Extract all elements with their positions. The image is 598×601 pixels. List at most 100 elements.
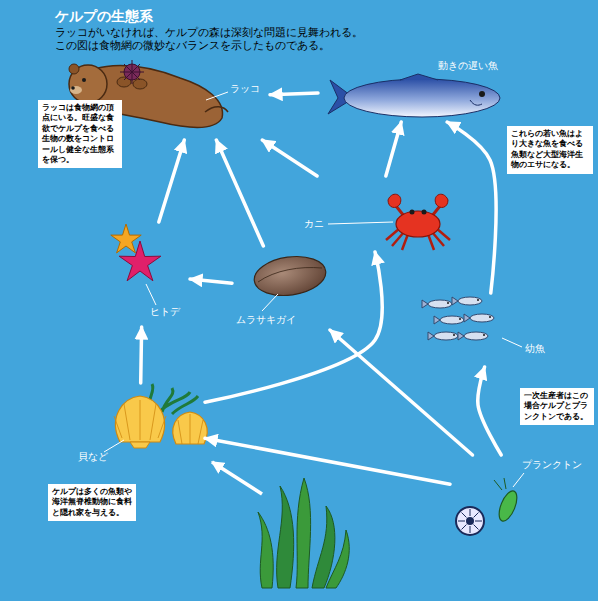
mussel xyxy=(252,252,329,300)
diatom xyxy=(470,509,471,516)
diatom xyxy=(474,525,479,530)
crab xyxy=(435,194,448,207)
food-arrow xyxy=(216,140,263,246)
diatom xyxy=(456,507,484,535)
organism-label: 貝など xyxy=(78,451,108,463)
sea-otter xyxy=(69,64,79,74)
mussel-node: ムラサキガイ xyxy=(232,246,332,330)
food-arrow xyxy=(447,122,496,293)
note-text: これらの若い魚はより大きな魚を食べる魚類など大型海洋生物のエサになる。 xyxy=(511,129,589,171)
slow-fish xyxy=(470,100,482,105)
diatom xyxy=(474,513,479,518)
juvenile-fish xyxy=(434,316,464,324)
crab xyxy=(422,210,427,215)
note-box: ケルプは多くの魚類や海洋無脊椎動物に食料と隠れ家を与える。 xyxy=(48,484,136,521)
crab xyxy=(396,211,440,237)
food-arrow xyxy=(139,327,143,383)
food-arrow xyxy=(212,462,262,494)
juvenile-fish xyxy=(452,297,482,305)
diatom xyxy=(462,513,467,518)
note-box: ラッコは食物網の頂点にいる。旺盛な食欲でケルプを食べる生物の数をコントロールし健… xyxy=(38,100,122,168)
organism-label: ムラサキガイ xyxy=(236,314,296,326)
zooplankton xyxy=(496,489,521,524)
food-arrow xyxy=(262,140,317,176)
diatom xyxy=(456,507,484,535)
zooplankton xyxy=(494,478,520,523)
food-arrow xyxy=(205,438,450,484)
kelp xyxy=(258,512,273,588)
organism-label: ラッコ xyxy=(230,83,260,95)
plankton-node: プランクトン xyxy=(450,455,592,540)
slow-fish xyxy=(328,74,500,117)
diatom xyxy=(458,521,465,522)
mussel xyxy=(258,268,322,282)
slow-fish xyxy=(400,74,438,80)
juvenile-fish xyxy=(428,332,434,340)
diatom xyxy=(462,525,467,530)
juvenile-fish xyxy=(434,332,458,340)
juvenile-fish xyxy=(422,297,494,340)
organism-label: プランクトン xyxy=(522,459,582,471)
shellfish xyxy=(130,442,150,448)
organism-label: 幼魚 xyxy=(525,343,545,355)
zooplankton xyxy=(494,478,506,490)
diatom xyxy=(466,517,474,525)
shellfish xyxy=(173,412,207,444)
juvenile-fish xyxy=(458,297,482,305)
juvenile-fish xyxy=(422,300,428,308)
juvenile-fish xyxy=(464,332,488,340)
shellfish xyxy=(114,384,207,448)
organism-label: 動きの遅い魚 xyxy=(438,60,498,72)
juvenile-fish xyxy=(428,300,452,308)
leader-line xyxy=(513,473,524,487)
mussel xyxy=(252,252,329,300)
juvenile-fish xyxy=(453,334,455,336)
organism-label: ヒトデ xyxy=(150,306,180,318)
juvenile-fish xyxy=(483,334,485,336)
food-arrow xyxy=(270,93,318,95)
slow-fish xyxy=(344,79,500,117)
shellfish-node: 貝など xyxy=(75,383,205,469)
sea-otter xyxy=(120,60,144,84)
leader-line xyxy=(206,92,228,100)
starfish xyxy=(119,241,161,281)
sea-otter xyxy=(82,78,86,82)
food-arrow xyxy=(478,367,501,455)
leader-line xyxy=(146,284,156,305)
shellfish xyxy=(178,414,203,444)
leader-line xyxy=(328,222,393,224)
kelp xyxy=(277,486,294,588)
juvenile-fish xyxy=(452,297,458,305)
juvenile-fish xyxy=(440,316,464,324)
juvenile-fish xyxy=(434,316,440,324)
crab-node: カニ xyxy=(300,176,450,252)
juvenile-fish xyxy=(477,299,479,301)
kelp xyxy=(296,478,311,588)
subtitle-text: この図は食物網の微妙なバランスを示したものである。 xyxy=(55,39,330,52)
crab xyxy=(388,194,401,207)
note-box: これらの若い魚はより大きな魚を食べる魚類など大型海洋生物のエサになる。 xyxy=(507,126,593,174)
sea-otter xyxy=(205,107,228,112)
juvenile-node: 幼魚 xyxy=(425,293,557,367)
starfish-node: ヒトデ xyxy=(95,222,190,327)
food-arrow xyxy=(159,140,184,222)
kelp xyxy=(258,478,349,588)
note-text: 一次生産者はこの場合ケルプとプランクトンである。 xyxy=(524,391,590,422)
diatom xyxy=(475,521,482,522)
diagram-title: ケルプの生態系 xyxy=(55,8,153,26)
crab xyxy=(410,210,415,215)
juvenile-fish xyxy=(470,314,494,322)
juvenile-fish xyxy=(459,318,461,320)
kelp xyxy=(326,530,349,588)
food-arrow xyxy=(190,279,232,283)
juvenile-fish xyxy=(447,302,449,304)
juvenile-fish xyxy=(422,300,452,308)
note-text: ラッコは食物網の頂点にいる。旺盛な食欲でケルプを食べる生物の数をコントロールし健… xyxy=(42,103,118,165)
diatom xyxy=(470,526,471,533)
food-arrow xyxy=(386,122,401,176)
sea-otter xyxy=(133,79,147,89)
juvenile-fish xyxy=(489,316,491,318)
juvenile-fish xyxy=(458,332,464,340)
fish-node: 動きの遅い魚 xyxy=(318,57,503,122)
subtitle-text: ラッコがいなければ、ケルプの森は深刻な問題に見舞われる。 xyxy=(55,26,363,39)
